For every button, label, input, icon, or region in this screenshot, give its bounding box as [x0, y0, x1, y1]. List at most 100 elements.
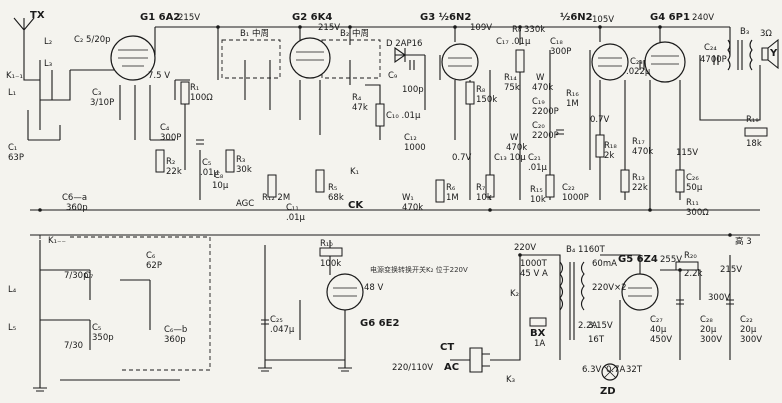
label-r6-val: 1M — [446, 193, 459, 203]
label-r5: R₅ — [328, 183, 337, 193]
diode-icon — [394, 46, 406, 64]
label-d: D 2AP16 — [386, 39, 422, 49]
label-c9-val: 100p — [402, 85, 424, 95]
label-63v: 6.3V — [582, 365, 602, 375]
label-l1: L₁ — [8, 88, 16, 98]
label-k1-minus: K₁₋₋ — [48, 236, 66, 246]
pilot-lamp-icon — [601, 363, 619, 381]
label-r4: R₄ — [352, 93, 362, 103]
label-c11: C₁₁ — [286, 203, 299, 213]
label-r7-val: 10k — [476, 193, 492, 203]
label-r11-val: 300Ω — [686, 208, 709, 218]
label-c22b-v: 300V — [740, 335, 762, 345]
label-c19: C₁₉ — [532, 97, 545, 107]
label-c12-val: 1000 — [404, 143, 426, 153]
label-c26-val: 50μ — [686, 183, 703, 193]
label-c6p: C₆ — [146, 251, 156, 261]
passives — [155, 49, 768, 325]
label-c2: C₂ 5/20p — [74, 35, 111, 45]
label-c23-val: .022μ — [626, 67, 651, 77]
label-l2: L₂ — [44, 37, 52, 47]
label-c25-val: .047μ — [270, 325, 295, 335]
label-w3: W — [510, 133, 519, 143]
label-c27: C₂₇ — [650, 315, 663, 325]
label-r1-val: 100Ω — [190, 93, 213, 103]
label-315v: 3.15V — [588, 321, 613, 331]
label-c3: C₃ — [92, 88, 101, 98]
label-c1-val: 63P — [8, 153, 24, 163]
tube-g6-label: G6 6E2 — [360, 318, 399, 329]
ground-icons — [33, 360, 352, 392]
label-w1-val: 470k — [402, 203, 423, 213]
label-220v: 220V — [514, 243, 536, 253]
label-r10-val: 100k — [320, 259, 341, 269]
label-c24: C₂₄ — [704, 43, 717, 53]
rail-v5: 240V — [692, 13, 714, 23]
tube-g3b — [591, 43, 629, 81]
label-32t: 32T — [626, 365, 643, 375]
tube-g3a-label: G3 ½6N2 — [420, 12, 471, 23]
label-c22b-val: 20μ — [740, 325, 757, 335]
label-c28-val: 20μ — [700, 325, 717, 335]
label-b3: B₃ — [740, 27, 749, 37]
label-c7: C₇ — [84, 271, 94, 281]
label-k2: K₂ — [510, 289, 519, 299]
rail-high-label: 高 3 — [735, 236, 752, 247]
label-w1: W₁ — [402, 193, 414, 203]
label-r4-val: 47k — [352, 103, 368, 113]
label-c22-val: 1000P — [562, 193, 589, 203]
label-c26: C₂₆ — [686, 173, 699, 183]
label-c18-val: 300P — [550, 47, 571, 57]
label-ac: AC — [444, 362, 459, 373]
label-c21-val: .01μ — [528, 163, 548, 173]
label-c11-val: .01μ — [286, 213, 306, 223]
label-c4-val: 300P — [160, 133, 181, 143]
label-r19-val: 18k — [746, 139, 762, 149]
label-w2: W — [536, 73, 545, 83]
label-bx: BX — [530, 328, 546, 339]
label-c3-val: 3/10P — [90, 98, 114, 108]
label-l4: L₄ — [8, 285, 17, 295]
label-speaker: Y — [769, 48, 778, 59]
tube-g4 — [644, 41, 686, 83]
rail-v4: 105V — [592, 15, 614, 25]
label-r18-val: 2k — [604, 151, 614, 161]
rail-v1: 215V — [178, 13, 200, 23]
label-r9: R₉ 330k — [512, 25, 545, 35]
label-k11: K₁₋₁ — [6, 71, 23, 81]
label-bx-val: 1A — [534, 339, 545, 349]
label-c20: C₂₀ — [532, 121, 545, 131]
label-c6p-val: 62P — [146, 261, 162, 271]
label-c21: C₂₁ — [528, 153, 541, 163]
label-c27-val: 40μ — [650, 325, 667, 335]
label-c9: C₉ — [388, 71, 398, 81]
label-r8: R₈ — [476, 85, 486, 95]
tube-g3a — [441, 43, 479, 81]
label-c10: C₁₀ .01μ — [386, 111, 421, 121]
tube-g2 — [289, 37, 331, 79]
label-b1: B₁ 中周 — [240, 28, 269, 39]
label-r8-val: 150k — [476, 95, 497, 105]
antenna-label: TX — [30, 10, 45, 21]
label-r3: R₃ — [236, 155, 245, 165]
labels: TX G1 6A2 G2 6K4 G3 ½6N2 ½6N2 G4 6P1 G5 … — [6, 10, 778, 397]
label-c6b-val: 360p — [164, 335, 186, 345]
label-r12: R₁₂ 2M — [262, 193, 290, 203]
label-255v: 255V — [660, 255, 682, 265]
speaker-icon — [761, 38, 779, 70]
label-215v: 215V — [720, 265, 742, 275]
label-c28-v: 300V — [700, 335, 722, 345]
tube-g5-label: G5 6Z4 — [618, 254, 658, 265]
tube-g1 — [110, 35, 156, 81]
label-ct: CT — [440, 342, 454, 353]
label-speaker-ohm: 3Ω — [760, 29, 772, 39]
label-c25: C₂₅ — [270, 315, 283, 325]
label-c6a-val: 360p — [66, 203, 88, 213]
label-agc: AGC — [236, 199, 254, 209]
label-c23: C₂₃ — [630, 57, 643, 67]
label-w3-val: 470k — [506, 143, 527, 153]
label-c18: C₁₈ — [550, 37, 563, 47]
label-c24-val: 4700P — [700, 55, 727, 65]
label-r13: R₁₃ — [632, 173, 645, 183]
label-22a: 2.2A — [578, 321, 598, 331]
